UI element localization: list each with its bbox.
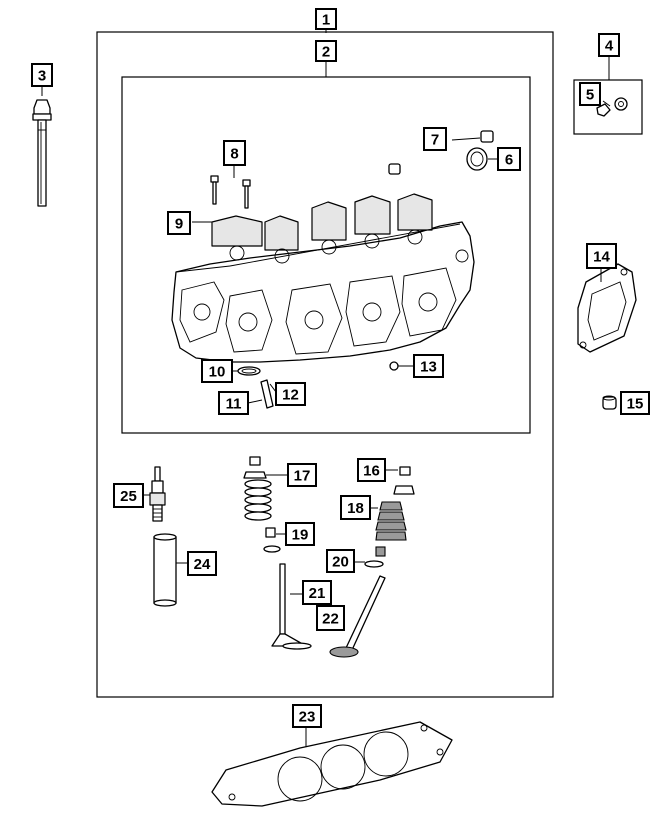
- callout-12-label: 12: [282, 387, 299, 404]
- callout-20-label: 20: [332, 554, 349, 571]
- callout-1-label: 1: [322, 12, 330, 29]
- callout-23-label: 23: [299, 709, 316, 726]
- cylinder-head-part: [171, 193, 475, 363]
- callout-9-label: 9: [175, 216, 183, 233]
- callout-2: 2: [315, 40, 337, 62]
- callout-13-label: 13: [420, 359, 437, 376]
- callout-19: 19: [285, 522, 315, 546]
- callout-8-label: 8: [230, 146, 238, 163]
- callout-4: 4: [598, 33, 620, 57]
- callout-1: 1: [315, 8, 337, 30]
- callout-25-label: 25: [120, 488, 137, 505]
- ball-plug-part: [389, 361, 414, 371]
- callout-6-label: 6: [505, 152, 513, 169]
- callout-7: 7: [423, 127, 447, 151]
- exhaust-valve-train-part: [329, 466, 415, 658]
- kit-frame: [573, 79, 643, 135]
- callout-16-label: 16: [363, 463, 380, 480]
- callout-9: 9: [167, 211, 191, 235]
- callout-17: 17: [287, 463, 317, 487]
- core-plug-part: [602, 395, 617, 410]
- callout-11: 11: [218, 391, 249, 415]
- head-gasket-part: [211, 721, 453, 807]
- callout-22-label: 22: [322, 611, 339, 628]
- spark-plug-tube-part: [153, 533, 188, 607]
- plug-part: [388, 130, 494, 175]
- callout-22: 22: [316, 605, 345, 631]
- callout-24-label: 24: [194, 556, 211, 573]
- callout-14: 14: [586, 243, 617, 269]
- callout-11-label: 11: [226, 396, 242, 413]
- callout-5: 5: [579, 82, 601, 106]
- thermostat-gasket-part: [577, 263, 637, 353]
- cam-cap-bolt-part: [210, 166, 251, 209]
- callout-5-label: 5: [586, 87, 594, 104]
- callout-18: 18: [340, 495, 371, 520]
- callout-10: 10: [201, 359, 233, 383]
- spark-plug-part: [143, 466, 166, 522]
- callout-15-label: 15: [627, 396, 644, 413]
- callout-25: 25: [113, 483, 144, 508]
- callout-2-label: 2: [322, 44, 330, 61]
- callout-20: 20: [326, 549, 355, 573]
- callout-6: 6: [497, 147, 521, 171]
- callout-15: 15: [620, 391, 650, 415]
- callout-17-label: 17: [294, 468, 311, 485]
- callout-24: 24: [187, 551, 217, 576]
- assembly-frame-outer: [96, 31, 554, 698]
- valve-guide-part: [232, 366, 277, 409]
- callout-21: 21: [302, 580, 332, 605]
- callout-10-label: 10: [209, 364, 226, 381]
- callout-4-label: 4: [605, 38, 614, 55]
- callout-19-label: 19: [292, 527, 309, 544]
- callout-14-label: 14: [593, 249, 610, 266]
- cup-plug-part: [466, 147, 498, 171]
- callout-8: 8: [223, 140, 246, 166]
- callout-3: 3: [31, 63, 53, 87]
- intake-valve-train-part: [243, 456, 312, 650]
- callout-3-label: 3: [38, 68, 46, 85]
- callout-12: 12: [275, 382, 306, 406]
- callout-18-label: 18: [347, 500, 364, 517]
- callout-7-label: 7: [431, 132, 439, 149]
- kit-parts: [596, 97, 628, 117]
- callout-21-label: 21: [309, 585, 326, 602]
- callout-23: 23: [292, 704, 322, 728]
- head-bolt-part: [32, 86, 52, 207]
- callout-13: 13: [413, 354, 444, 378]
- callout-16: 16: [357, 458, 386, 482]
